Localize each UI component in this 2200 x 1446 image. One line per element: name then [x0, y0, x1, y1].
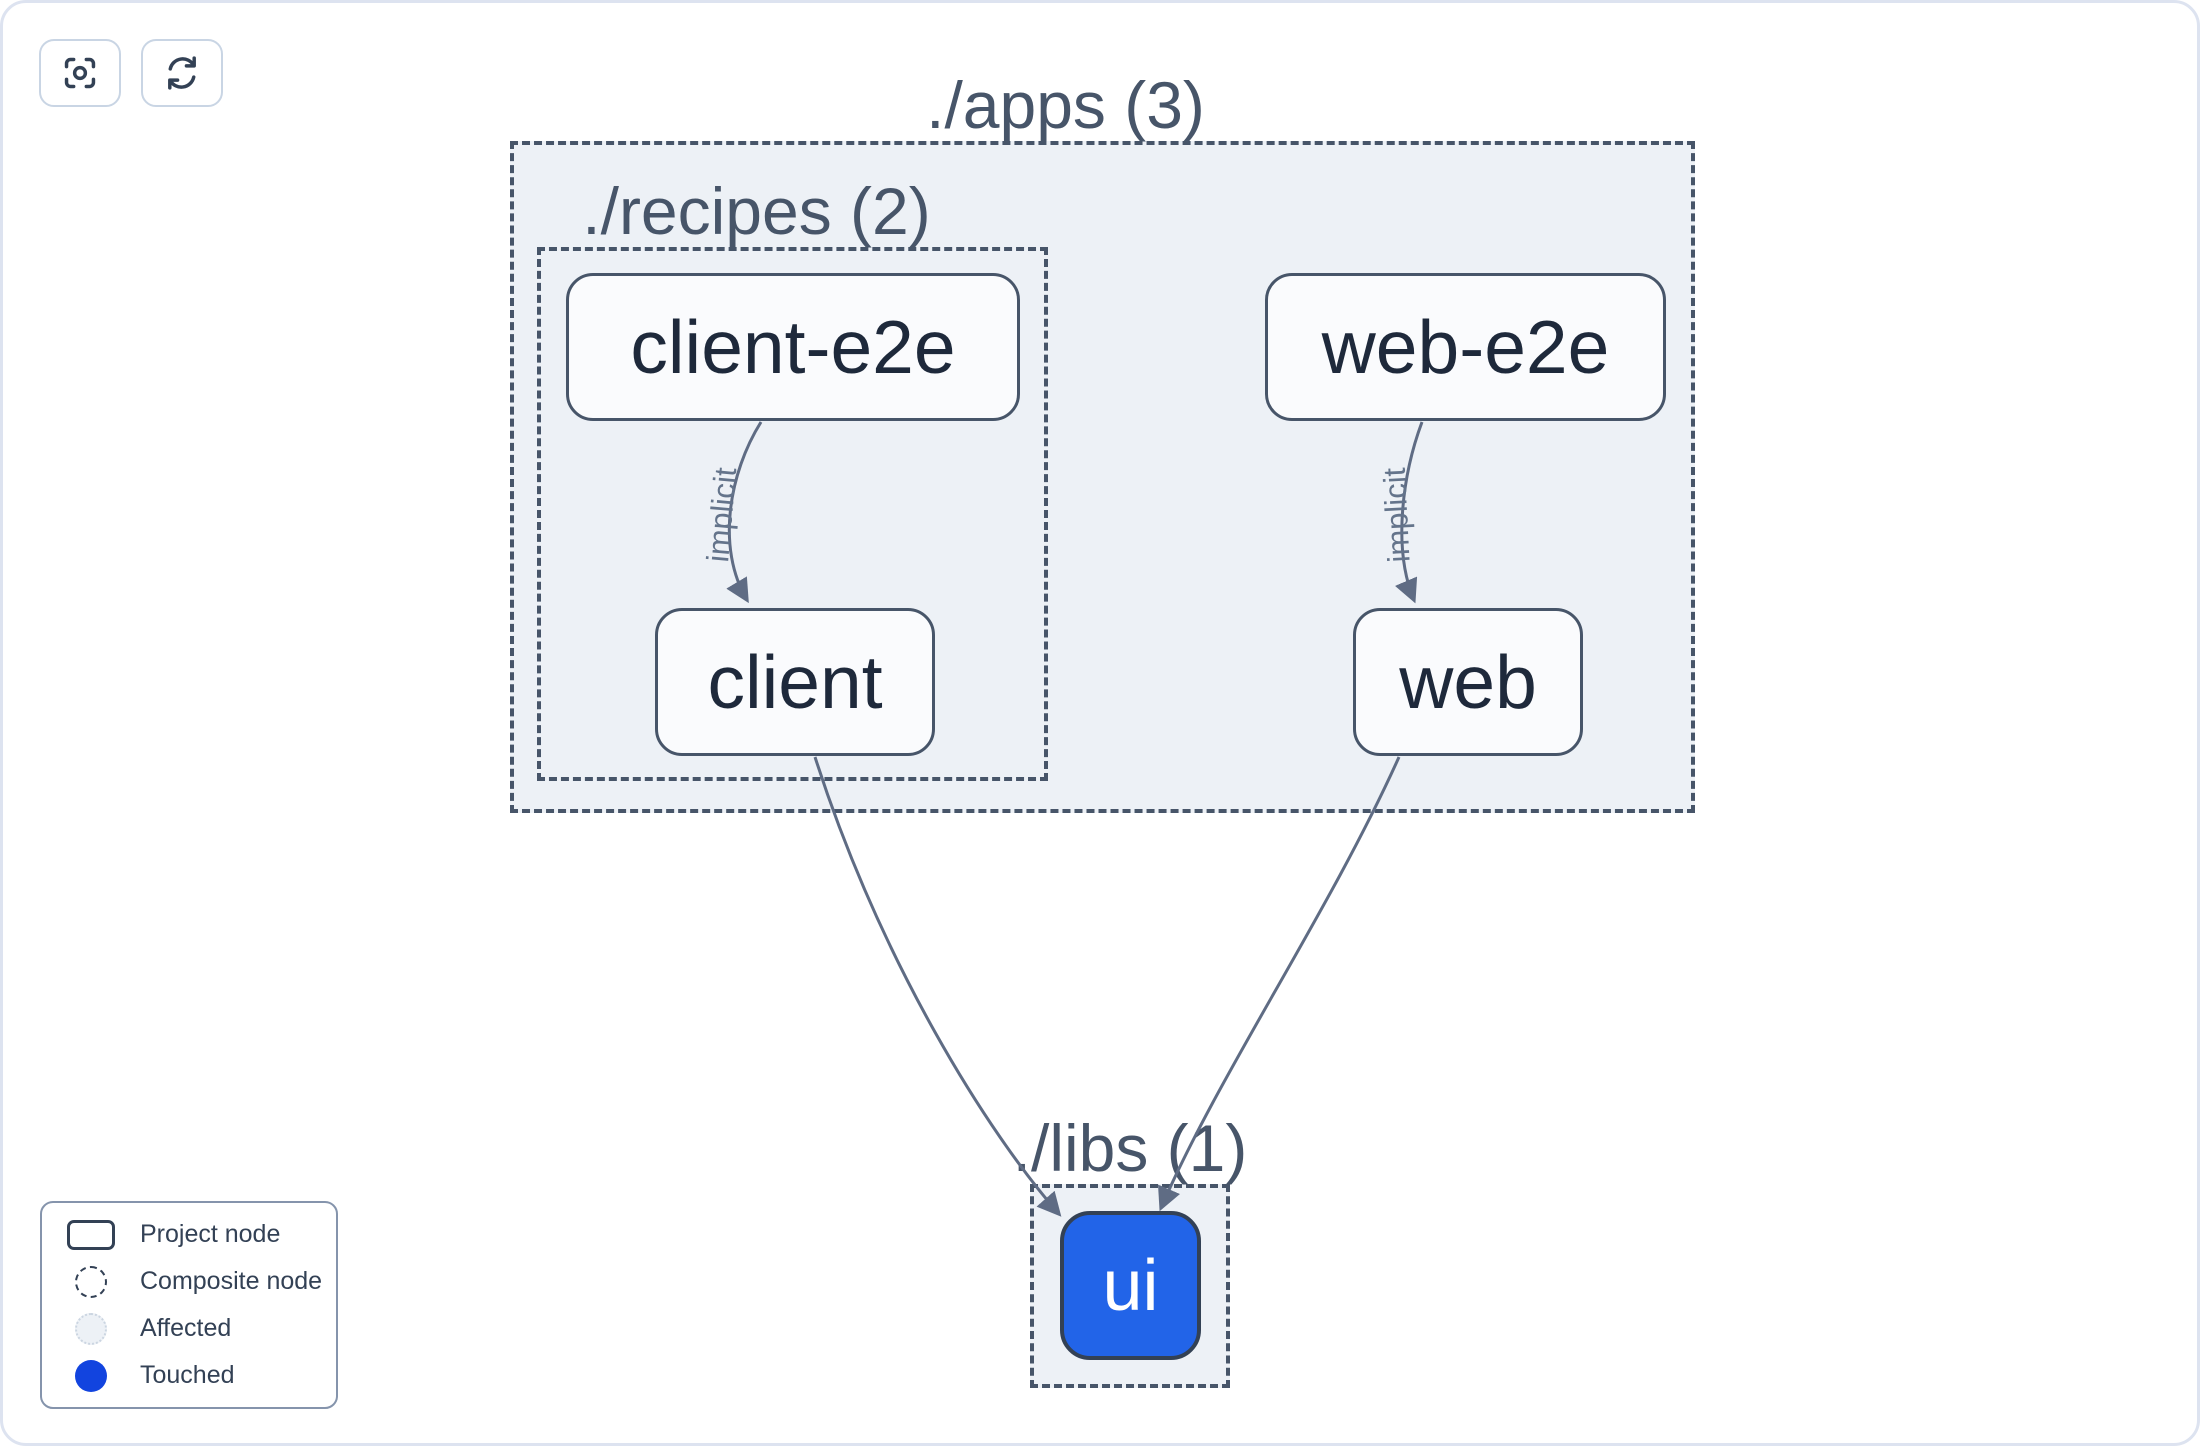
node-client-e2e[interactable]: client-e2e: [566, 273, 1020, 421]
node-ui-touched[interactable]: ui: [1060, 1211, 1201, 1360]
legend-item-label: Affected: [140, 1314, 232, 1342]
group-libs-title: ./libs (1): [1012, 1111, 1248, 1185]
group-recipes[interactable]: ./recipes (2): [537, 178, 1048, 781]
legend-item-label: Composite node: [140, 1267, 323, 1295]
project-node-swatch-icon: [67, 1219, 115, 1250]
legend-item-touched: Touched: [42, 1359, 336, 1393]
touched-swatch-icon: [75, 1359, 107, 1392]
affected-swatch-icon: [75, 1312, 107, 1345]
swatch-cell: [42, 1312, 140, 1345]
center-graph-button[interactable]: [39, 39, 121, 107]
swatch-cell: [42, 1219, 140, 1250]
legend-item-label: Touched: [140, 1361, 235, 1389]
group-recipes-title: ./recipes (2): [582, 174, 931, 248]
node-web-e2e[interactable]: web-e2e: [1265, 273, 1666, 421]
node-web[interactable]: web: [1353, 608, 1583, 756]
legend-item-label: Project node: [140, 1220, 281, 1248]
legend-item-project-node: Project node: [42, 1218, 336, 1252]
legend-item-affected: Affected: [42, 1312, 336, 1346]
focus-crosshair-icon: [64, 57, 96, 89]
refresh-graph-button[interactable]: [141, 39, 223, 107]
legend-item-composite-node: Composite node: [42, 1265, 336, 1299]
refresh-icon: [168, 56, 196, 90]
group-apps-title: ./apps (3): [926, 68, 1205, 142]
swatch-cell: [42, 1265, 140, 1298]
node-client[interactable]: client: [655, 608, 935, 756]
legend-panel: Project node Composite node Affected Tou…: [40, 1201, 338, 1409]
composite-node-swatch-icon: [75, 1265, 107, 1298]
swatch-cell: [42, 1359, 140, 1392]
